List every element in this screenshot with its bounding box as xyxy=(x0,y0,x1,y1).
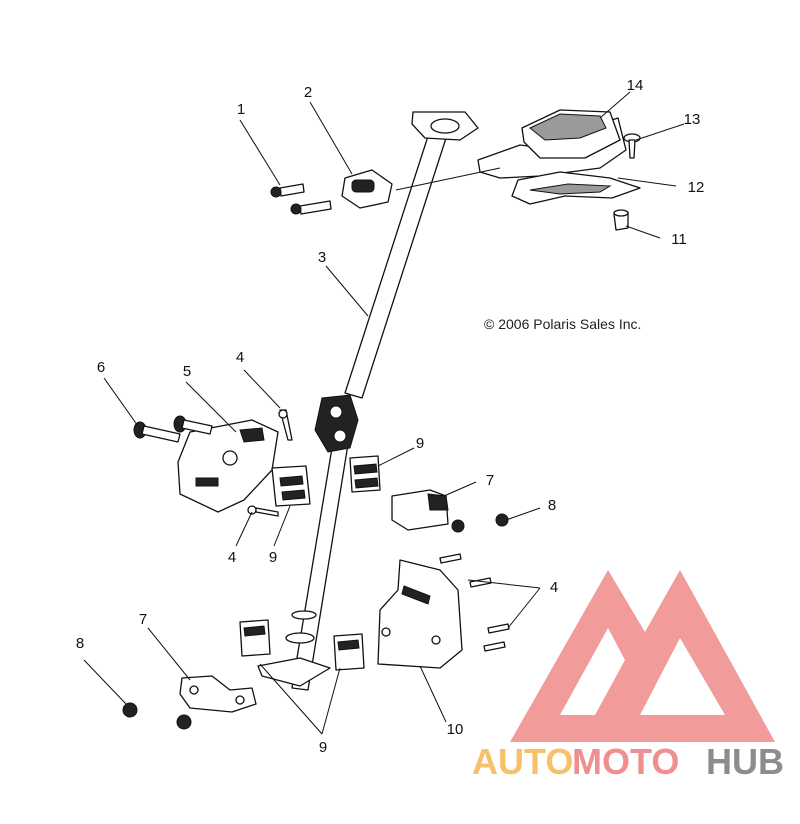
callout-4-lower-left: 4 xyxy=(228,549,236,566)
bushing-9b xyxy=(349,455,381,493)
callout-labels: 1 2 3 4 5 6 4 9 9 7 8 4 9 7 8 10 11 12 1… xyxy=(76,77,705,756)
callout-8-upper: 8 xyxy=(548,497,556,514)
callout-2: 2 xyxy=(304,84,312,101)
bushing-9d xyxy=(333,633,365,671)
watermark-auto: AUTO xyxy=(472,741,573,782)
column-top-flange xyxy=(411,111,479,141)
callout-4-right: 4 xyxy=(550,579,558,596)
bushing-9a xyxy=(271,465,311,507)
callout-9-bottom: 9 xyxy=(319,739,327,756)
clamp-7a xyxy=(391,489,449,531)
bracket-right xyxy=(377,559,463,669)
bottom-plate xyxy=(257,657,331,687)
callout-8-lower: 8 xyxy=(76,635,84,652)
callout-3: 3 xyxy=(318,249,326,266)
clamp-block xyxy=(341,169,393,209)
pin-4a xyxy=(278,409,293,441)
bushing-11 xyxy=(613,209,629,231)
callout-9-left: 9 xyxy=(269,549,277,566)
callout-1: 1 xyxy=(237,101,245,118)
callout-9-upper-right: 9 xyxy=(416,435,424,452)
callout-6: 6 xyxy=(97,359,105,376)
callout-13: 13 xyxy=(684,111,701,128)
pin-4b xyxy=(247,505,279,517)
clamp-7b xyxy=(179,675,257,713)
universal-joint xyxy=(314,394,359,453)
screw-13 xyxy=(623,133,641,159)
callout-4-upper: 4 xyxy=(236,349,244,366)
callout-7-lower: 7 xyxy=(139,611,147,628)
leader-lines xyxy=(83,91,685,735)
watermark-text: AUTO MOTO HUB xyxy=(472,741,784,782)
bushing-9c xyxy=(239,619,271,657)
watermark-hub: HUB xyxy=(706,741,784,782)
watermark-moto: MOTO xyxy=(572,741,679,782)
watermark-logo xyxy=(510,570,775,742)
callout-14: 14 xyxy=(627,77,644,94)
nut-8a xyxy=(451,513,509,533)
callout-11: 11 xyxy=(671,231,687,248)
callout-12: 12 xyxy=(688,179,705,196)
nut-8b xyxy=(122,702,192,730)
callout-7-upper: 7 xyxy=(486,472,494,489)
callout-5: 5 xyxy=(183,363,191,380)
bolt-1 xyxy=(270,183,332,215)
callout-10: 10 xyxy=(447,721,464,738)
steering-column-shaft xyxy=(285,129,449,691)
copyright-notice: © 2006 Polaris Sales Inc. xyxy=(484,316,641,332)
bolt-6 xyxy=(133,415,213,443)
tilt-mechanism xyxy=(477,109,641,205)
bracket-left xyxy=(177,419,279,513)
pin-4c xyxy=(439,553,510,652)
